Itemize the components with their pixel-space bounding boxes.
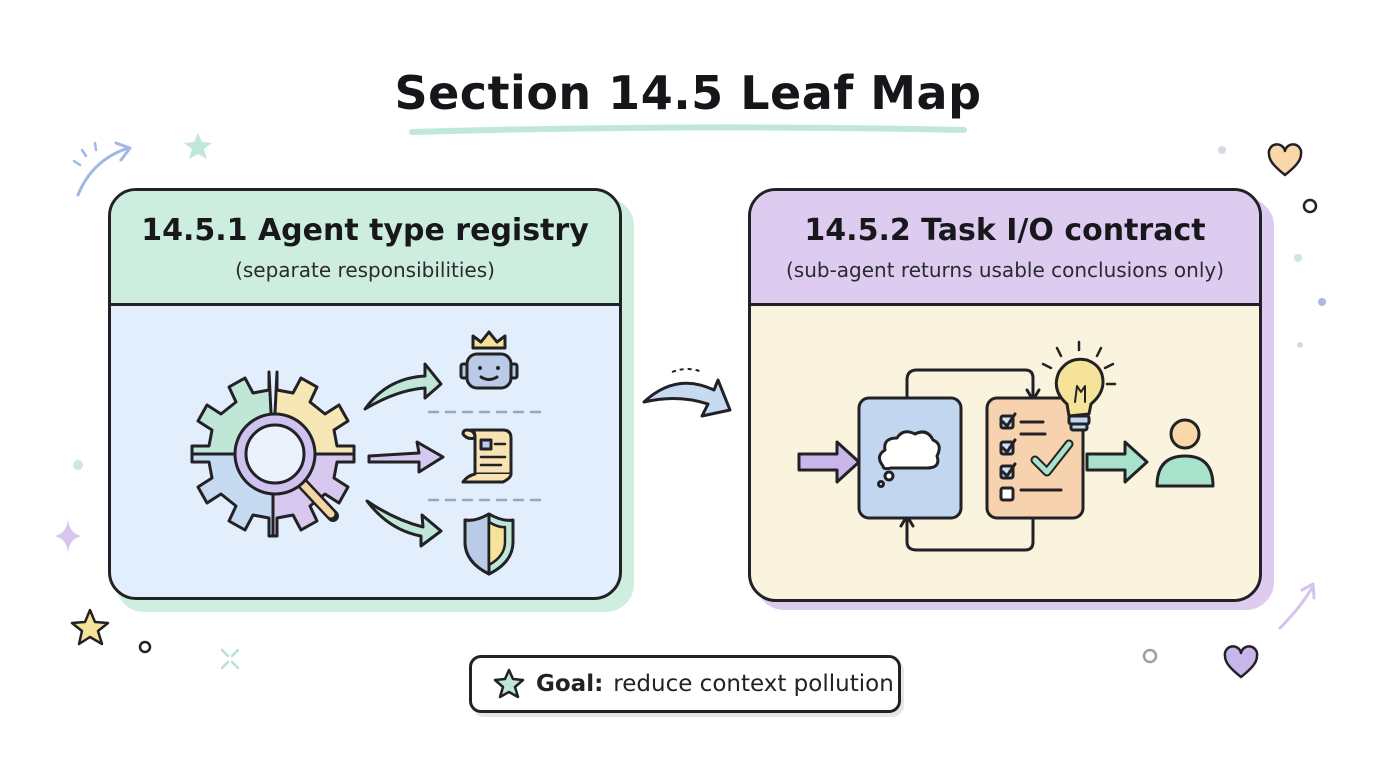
panel-subtitle: (separate responsibilities) [235, 258, 495, 282]
purple-heart-icon [1223, 645, 1259, 679]
star-icon [493, 668, 525, 699]
scroll-document-icon [461, 428, 513, 484]
arrow-right-icon [367, 440, 445, 474]
sparkle-icon [54, 520, 82, 552]
yellow-star-icon [70, 608, 110, 646]
output-arrow-icon [1085, 440, 1149, 484]
panel-heading: 14.5.1 Agent type registry [141, 213, 589, 248]
lightbulb-icon [1041, 340, 1117, 432]
input-arrow-icon [797, 440, 861, 484]
user-icon [1155, 418, 1215, 488]
arrow-up-icon [363, 362, 443, 411]
connector-arrow-icon [642, 368, 732, 418]
shield-icon [463, 512, 515, 576]
heart-icon [1267, 143, 1303, 177]
robot-crown-icon [459, 330, 519, 390]
goal-box: Goal: reduce context pollution [469, 655, 901, 713]
sparkle-arrow-icon [76, 146, 130, 197]
loop-top-line [905, 368, 1035, 412]
loop-bottom-line [905, 516, 1035, 552]
arrow-down-icon [365, 499, 443, 548]
page-title: Section 14.5 Leaf Map [394, 66, 982, 120]
title-underline [409, 124, 967, 135]
panel-heading: 14.5.2 Task I/O contract [804, 213, 1206, 248]
panel-subtitle: (sub-agent returns usable conclusions on… [785, 258, 1225, 282]
panel-header: 14.5.1 Agent type registry (separate res… [111, 191, 619, 306]
panel-body [111, 306, 619, 597]
panel-body [751, 306, 1259, 599]
checklist-icon [985, 396, 1085, 520]
magnifier-icon [233, 412, 339, 522]
goal-label: Goal: [536, 671, 604, 697]
panel-agent-registry: 14.5.1 Agent type registry (separate res… [108, 188, 622, 600]
panel-header: 14.5.2 Task I/O contract (sub-agent retu… [751, 191, 1259, 306]
thought-cloud-icon [877, 430, 941, 488]
small-star-icon [184, 133, 212, 159]
panel-task-contract: 14.5.2 Task I/O contract (sub-agent retu… [748, 188, 1262, 602]
goal-text: reduce context pollution [613, 671, 894, 697]
